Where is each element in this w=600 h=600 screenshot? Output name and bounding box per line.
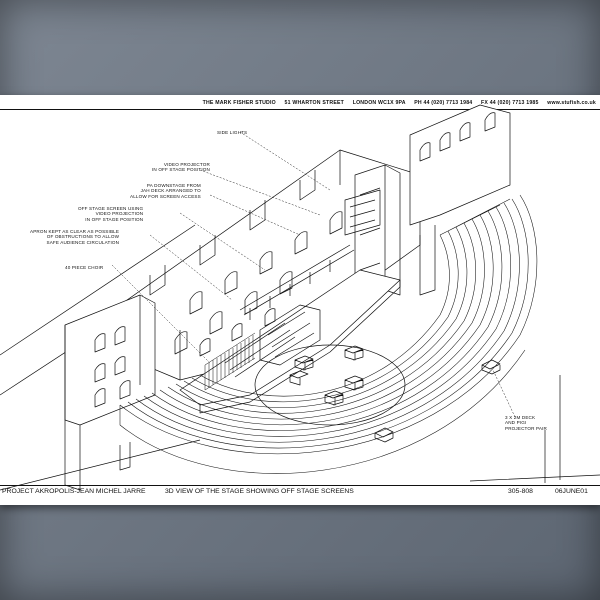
project-name: PROJECT AKROPOLIS-JEAN MICHEL JARRE	[2, 488, 146, 495]
callout-side-lights: SIDE LIGHTS	[217, 130, 248, 135]
header-rule	[0, 109, 600, 110]
left-stage-tower	[64, 294, 156, 491]
callout-choir: 40 PIECE CHOIR	[65, 265, 104, 270]
right-stage-tower	[354, 104, 511, 301]
drawing-description: 3D VIEW OF THE STAGE SHOWING OFF STAGE S…	[165, 488, 354, 495]
stage-deck	[179, 269, 401, 414]
lighting-truss	[239, 189, 381, 320]
orchestra-circle	[254, 344, 406, 426]
studio-name: THE MARK FISHER STUDIO	[202, 100, 276, 106]
callout-pa-downstage: PA DOWNSTAGE FROM JAH DECK ARRANGED TO A…	[130, 183, 201, 199]
callout-off-stage-screen: OFF STAGE SCREEN USING VIDEO PROJECTION …	[78, 206, 144, 222]
seating-tiers	[119, 194, 538, 474]
callout-projector-deck: 3 X 2M DECK AND PIGI PROJECTOR PAIR	[505, 415, 548, 431]
footer-rule	[0, 485, 600, 486]
title-block-header: THE MARK FISHER STUDIO 51 WHARTON STREET…	[196, 100, 596, 106]
drawing-number: 305-808	[508, 488, 533, 495]
callout-video-projector: VIDEO PROJECTOR IN OFF STAGE POSITION	[152, 162, 210, 173]
studio-phone: PH 44 (020) 7713 1984	[414, 100, 473, 106]
projector-decks	[374, 359, 501, 443]
drawing-date: 06JUNE01	[555, 488, 588, 495]
studio-fax: FX 44 (020) 7713 1985	[481, 100, 539, 106]
studio-website: www.stufish.co.uk	[547, 100, 596, 106]
choir-seating	[204, 332, 256, 391]
studio-city: LONDON WC1X 9PA	[352, 100, 406, 106]
theatre-isometric-drawing	[0, 104, 600, 491]
callout-apron: APRON KEPT AS CLEAR AS POSSIBLE OF OBSTR…	[30, 229, 120, 245]
studio-street: 51 WHARTON STREET	[284, 100, 345, 106]
drawing-sheet: THE MARK FISHER STUDIO 51 WHARTON STREET…	[0, 95, 600, 505]
leader-lines	[111, 131, 516, 418]
